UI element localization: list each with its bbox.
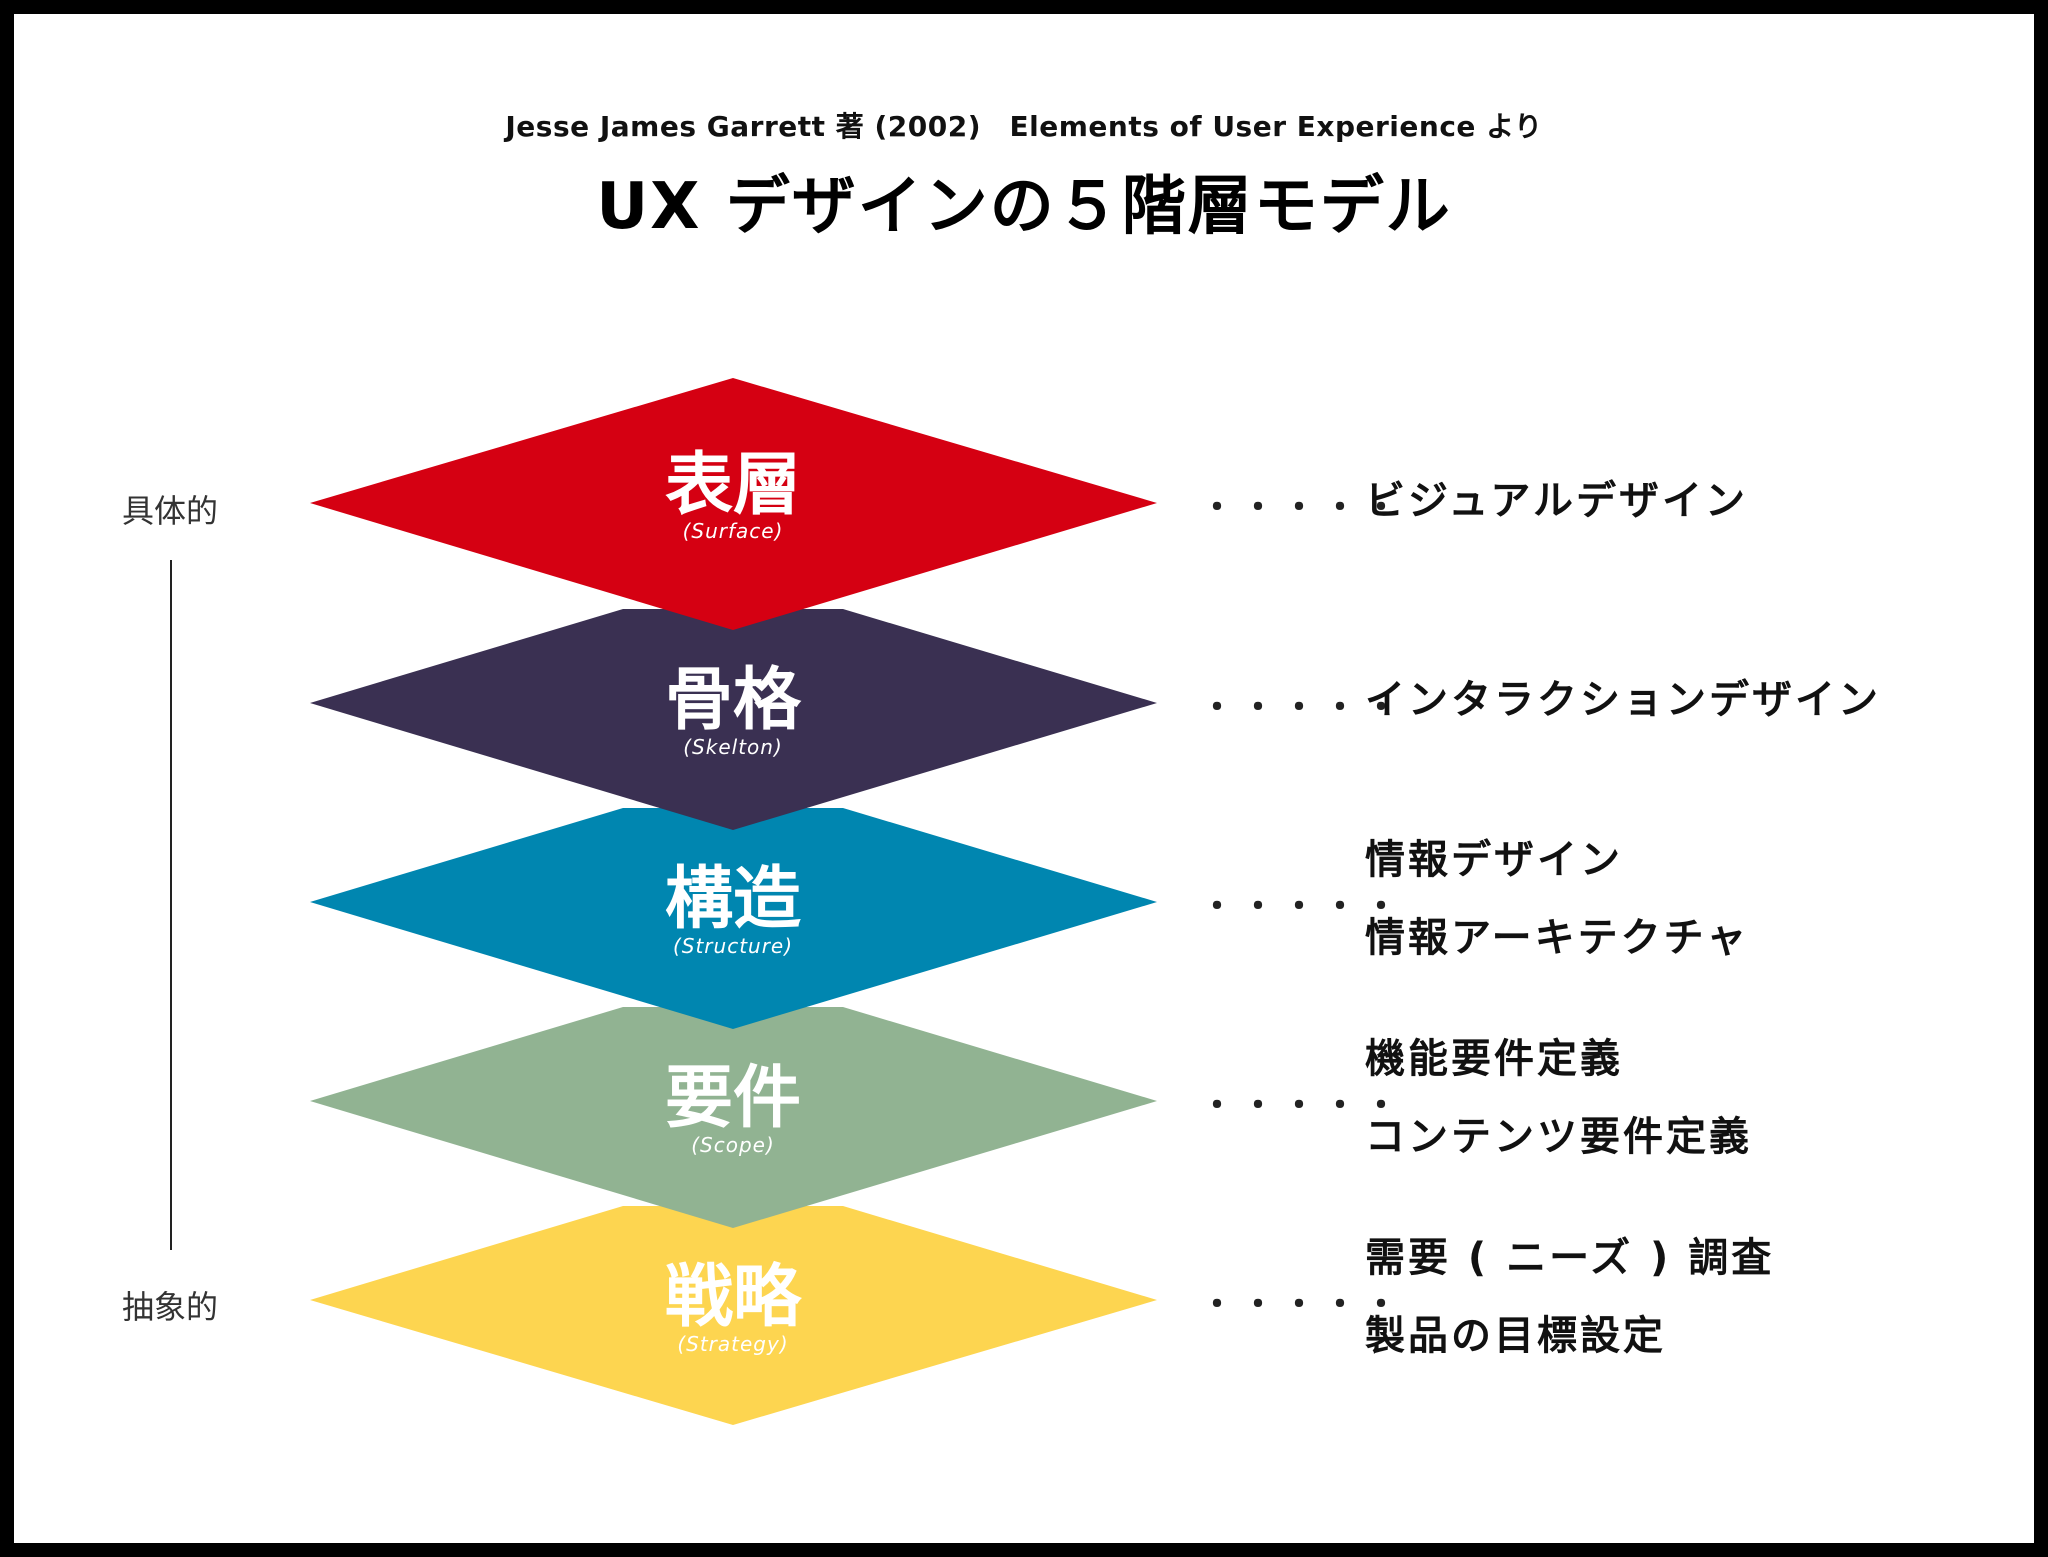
layer-strategy-shape — [310, 1206, 1157, 1425]
layer-structure-english: (Structure) — [673, 934, 793, 958]
layer-surface-shape — [310, 378, 1157, 630]
axis-label-concrete: 具体的 — [121, 492, 218, 530]
desc-scope-1: 機能要件定義 — [1365, 1036, 1623, 1082]
layer-strategy: 戦略 (Strategy) — [310, 1206, 1157, 1425]
layer-skeleton-name: 骨格 — [665, 661, 802, 740]
desc-structure-2: 情報アーキテクチャ — [1365, 915, 1750, 961]
layer-structure-shape — [310, 808, 1157, 1029]
desc-strategy-2: 製品の目標設定 — [1365, 1313, 1666, 1359]
axis-line — [170, 560, 172, 1250]
layer-structure-name: 構造 — [665, 860, 801, 939]
connector-surface: ・・・・・ — [1200, 488, 1405, 528]
layer-strategy-english: (Strategy) — [677, 1332, 788, 1356]
desc-surface-1: ビジュアルデザイン — [1365, 478, 1748, 524]
layer-scope: 要件 (Scope) — [310, 1007, 1157, 1228]
layer-strategy-name: 戦略 — [665, 1258, 802, 1337]
desc-skeleton-1: インタラクションデザイン — [1365, 677, 1881, 723]
layer-skeleton: 骨格 (Skelton) — [310, 609, 1157, 830]
connector-skeleton: ・・・・・ — [1200, 688, 1405, 728]
axis-label-abstract: 抽象的 — [121, 1288, 218, 1326]
layer-skeleton-english: (Skelton) — [683, 735, 783, 759]
connector-strategy: ・・・・・ — [1200, 1285, 1405, 1325]
desc-structure-1: 情報デザイン — [1365, 837, 1623, 883]
layer-scope-shape — [310, 1007, 1157, 1228]
layer-surface-name: 表層 — [665, 446, 801, 525]
layer-skeleton-shape — [310, 609, 1157, 830]
layer-scope-english: (Scope) — [691, 1133, 775, 1157]
layer-structure: 構造 (Structure) — [310, 808, 1157, 1029]
desc-scope-2: コンテンツ要件定義 — [1365, 1114, 1752, 1160]
desc-strategy-1: 需要 ( ニーズ ) 調査 — [1365, 1235, 1775, 1281]
connector-structure: ・・・・・ — [1200, 887, 1405, 927]
layer-surface: 表層 (Surface) — [310, 378, 1157, 630]
layer-scope-name: 要件 — [665, 1059, 801, 1138]
source-subtitle: Jesse James Garrett 著 (2002) Elements of… — [505, 110, 1543, 143]
layer-surface-english: (Surface) — [683, 519, 784, 543]
connector-scope: ・・・・・ — [1200, 1086, 1405, 1126]
page-title: UX デザインの５階層モデル — [596, 170, 1452, 244]
